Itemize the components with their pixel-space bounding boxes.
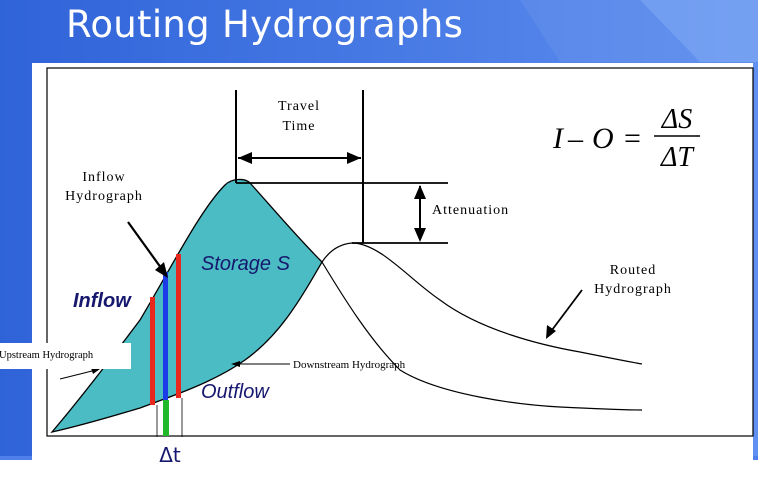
diagram-frame — [46, 67, 754, 437]
inflow-hydrograph-pointer — [127, 221, 165, 273]
travel-time-arrowhead-left — [238, 152, 252, 164]
slide-title: Routing Hydrographs — [66, 3, 464, 46]
equation-denominator: ΔT — [660, 142, 695, 173]
attenuation-arrowhead-up — [414, 185, 426, 199]
equation-equals: = — [624, 122, 641, 155]
travel-time-arrowhead-right — [347, 152, 361, 164]
inflow-bar-right — [176, 254, 181, 398]
equation-o: O — [592, 122, 614, 155]
routed-hydrograph-arrowhead — [546, 325, 556, 339]
banner-accent-shape — [640, 0, 758, 62]
storage-label: Storage S — [201, 253, 291, 275]
routed-hydrograph-label-line1: Routed — [610, 263, 656, 278]
outflow-bar — [163, 400, 169, 436]
delta-t-label: Δt — [159, 443, 181, 467]
equation-minus: – — [567, 122, 584, 155]
inflow-hydrograph-label-line1: Inflow — [82, 170, 125, 185]
routed-hydrograph-pointer — [548, 289, 583, 335]
upstream-hydrograph-label: Upstream Hydrograph — [0, 343, 131, 369]
downstream-hydrograph-label: Downstream Hydrograph — [293, 359, 406, 371]
equation-numerator: ΔS — [661, 104, 692, 135]
travel-time-label-line2: Time — [282, 119, 315, 134]
upstream-pointer — [59, 369, 97, 380]
downstream-arrowhead — [231, 361, 240, 367]
banner-accent-shape-2 — [520, 0, 700, 62]
travel-time-label-line1: Travel — [278, 99, 320, 114]
inflow-bar-left — [150, 297, 155, 405]
equation-i: I — [552, 122, 565, 155]
routed-hydrograph-curve — [321, 242, 643, 365]
inflow-hydrograph-arrowhead — [155, 262, 168, 278]
routing-equation: I – O = ΔS ΔT — [552, 104, 700, 173]
outflow-label: Outflow — [201, 381, 270, 403]
attenuation-label: Attenuation — [432, 203, 509, 218]
storage-bar — [163, 272, 168, 400]
attenuation-arrowhead-down — [414, 228, 426, 242]
inflow-hydrograph-label-line2: Hydrograph — [65, 189, 143, 204]
inflow-recession-curve — [321, 261, 643, 411]
inflow-label: Inflow — [73, 290, 132, 312]
routed-hydrograph-label-line2: Hydrograph — [594, 282, 672, 297]
upstream-arrowhead — [91, 368, 100, 374]
